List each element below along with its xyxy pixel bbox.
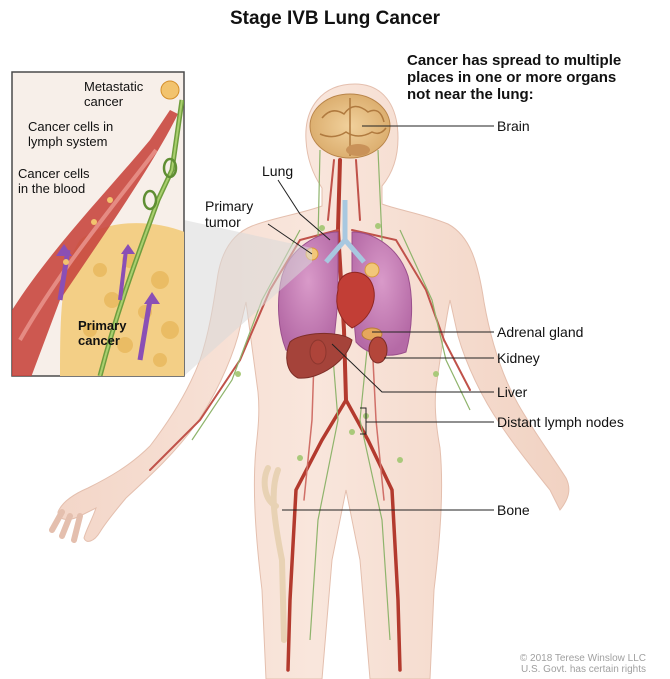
label-brain: Brain: [497, 118, 530, 134]
label-lymph-system: Cancer cells in lymph system: [28, 119, 113, 149]
label-metastatic-cancer: Metastatic cancer: [84, 79, 143, 109]
label-blood-line-2: in the blood: [18, 181, 90, 196]
label-adrenal-gland: Adrenal gland: [497, 324, 583, 340]
label-kidney: Kidney: [497, 350, 540, 366]
label-liver: Liver: [497, 384, 527, 400]
label-blood-line-1: Cancer cells: [18, 166, 90, 181]
label-primary-cancer-line-1: Primary: [78, 318, 126, 333]
label-primary-tumor-line-1: Primary: [205, 198, 253, 214]
label-primary-cancer: Primary cancer: [78, 318, 126, 348]
label-bone: Bone: [497, 502, 530, 518]
label-primary-tumor: Primary tumor: [205, 198, 253, 230]
copyright-line-2: U.S. Govt. has certain rights: [520, 664, 646, 675]
copyright-line-1: © 2018 Terese Winslow LLC: [520, 653, 646, 664]
copyright-notice: © 2018 Terese Winslow LLC U.S. Govt. has…: [520, 653, 646, 675]
label-metastatic-cancer-line-2: cancer: [84, 94, 143, 109]
label-lymph-system-line-1: Cancer cells in: [28, 119, 113, 134]
label-metastatic-cancer-line-1: Metastatic: [84, 79, 143, 94]
label-lung: Lung: [262, 163, 293, 179]
label-distant-lymph-nodes: Distant lymph nodes: [497, 414, 624, 430]
label-blood: Cancer cells in the blood: [18, 166, 90, 196]
label-lymph-system-line-2: lymph system: [28, 134, 113, 149]
label-primary-tumor-line-2: tumor: [205, 214, 253, 230]
label-primary-cancer-line-2: cancer: [78, 333, 126, 348]
